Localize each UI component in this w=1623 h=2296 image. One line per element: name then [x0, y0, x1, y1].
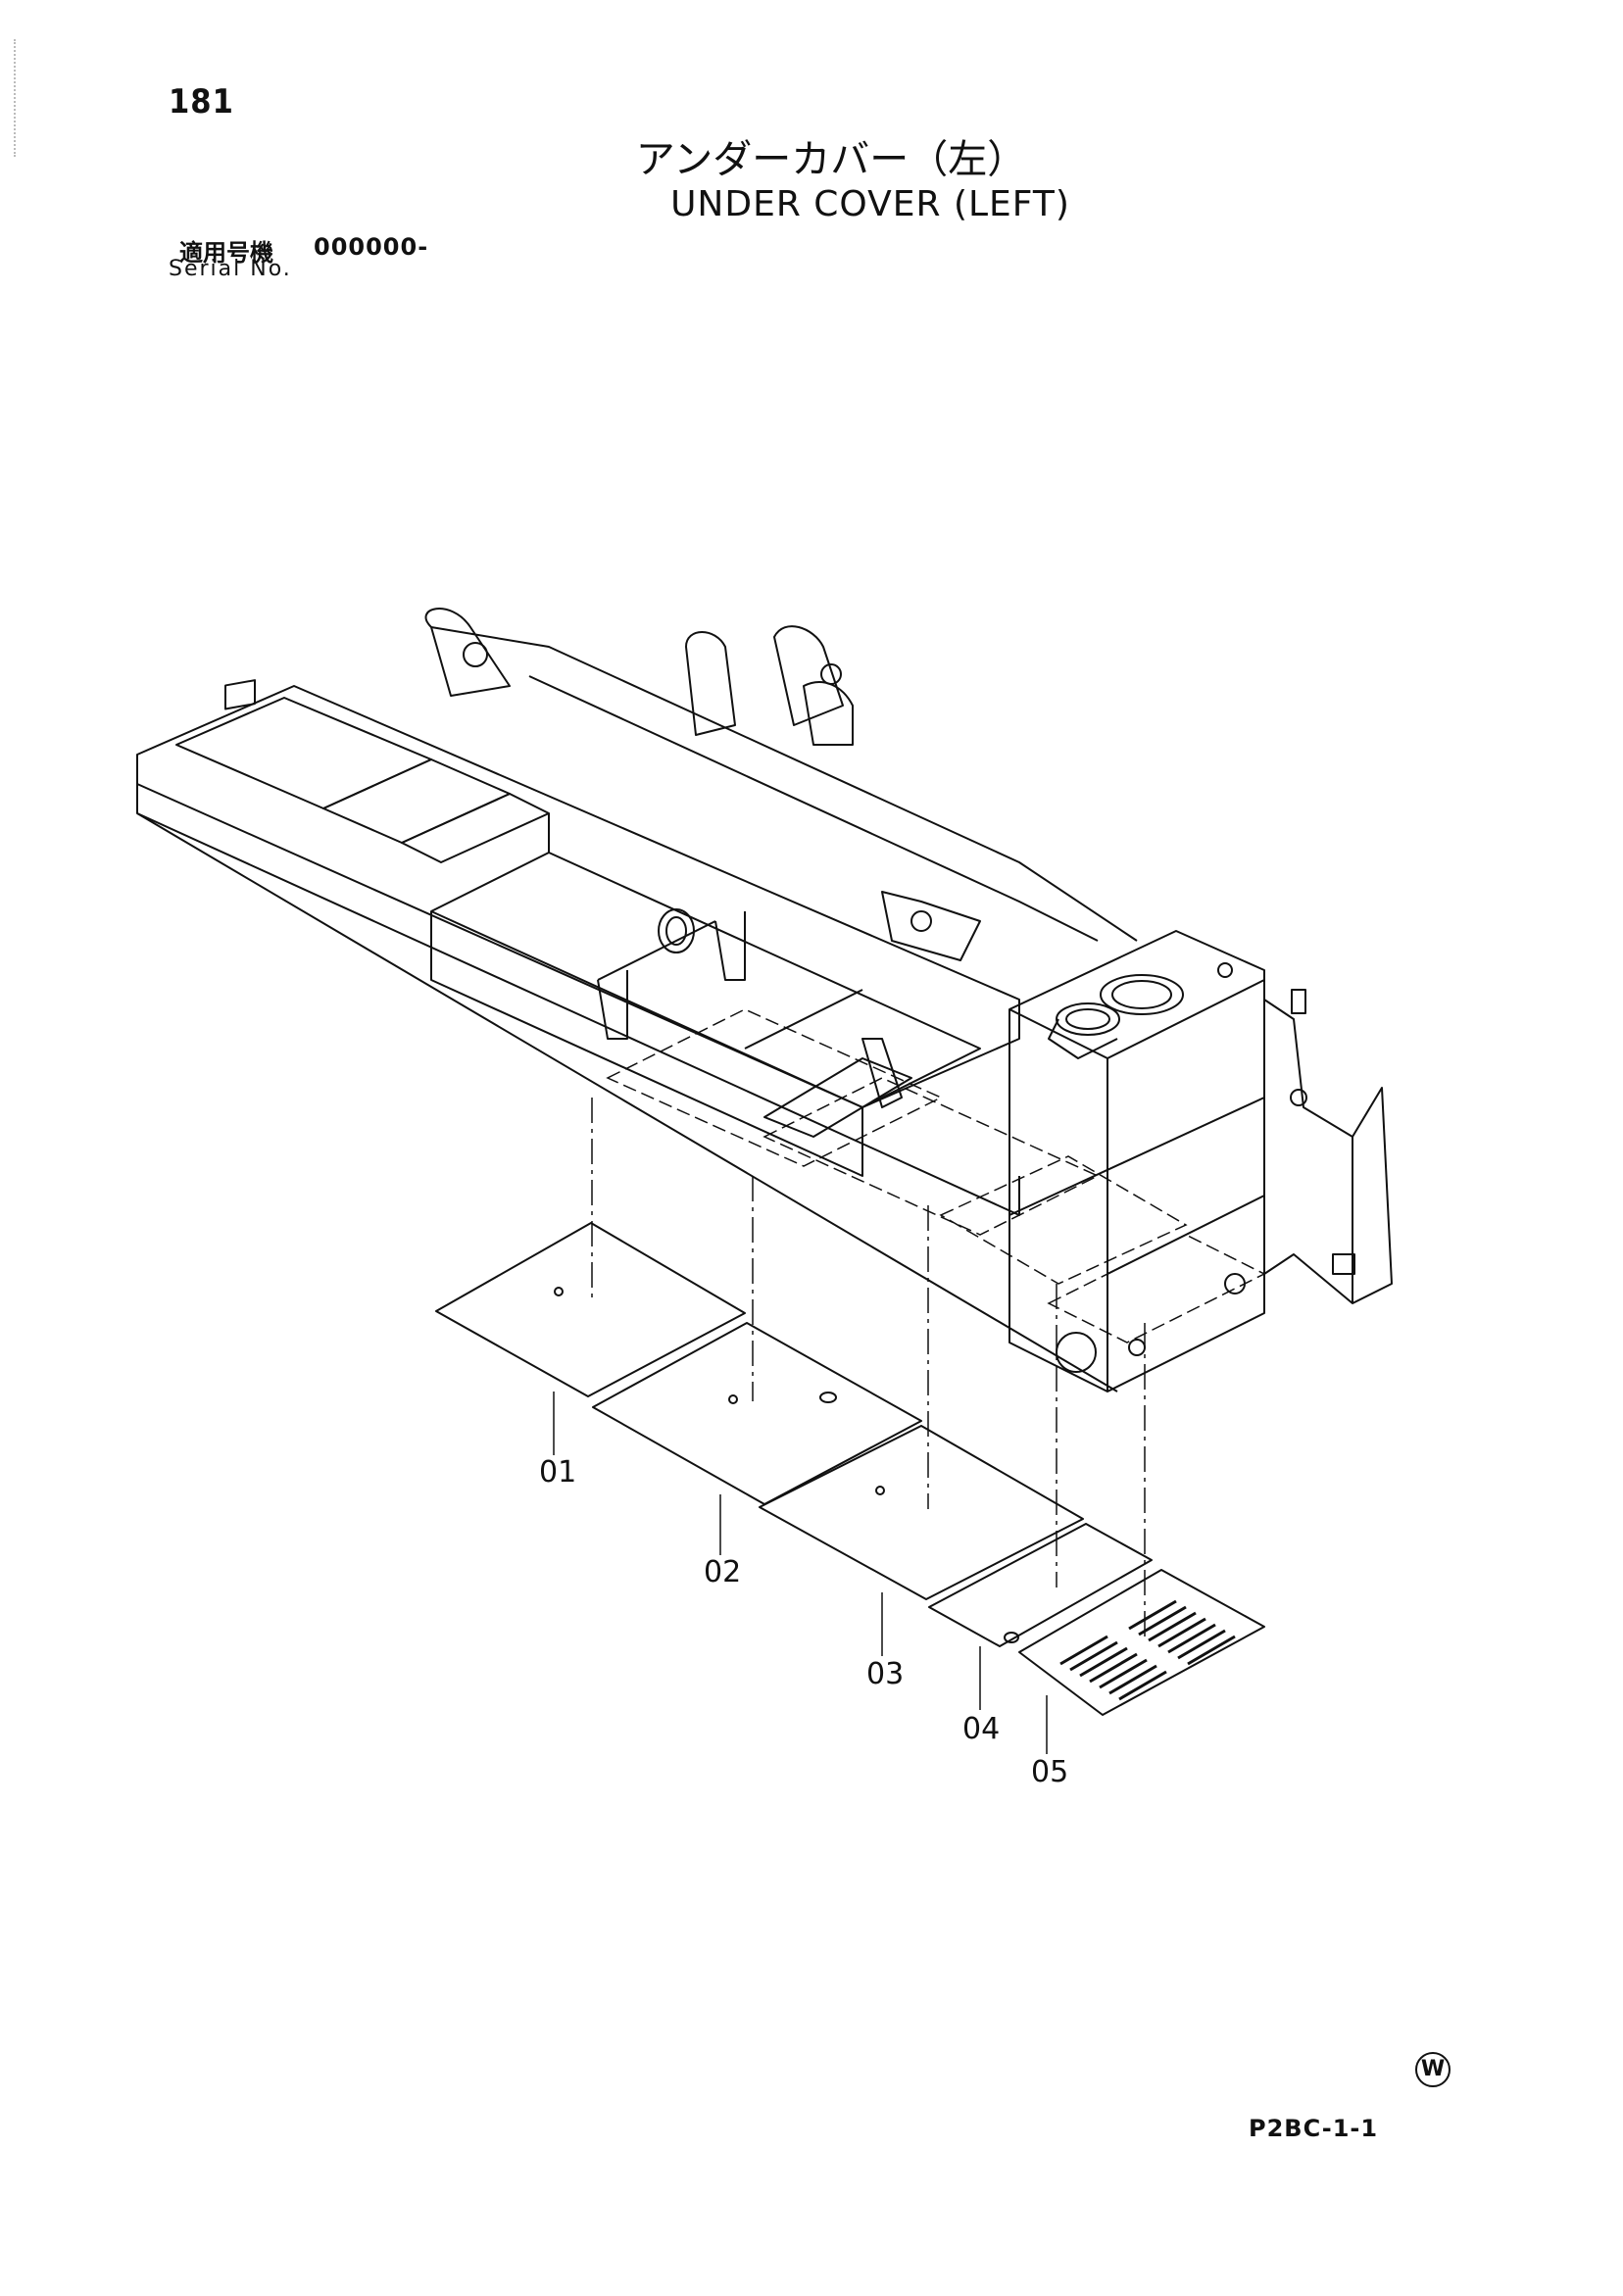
page-edge-marks — [14, 39, 20, 157]
cover-plate-02 — [592, 1322, 922, 1505]
cover-plates — [435, 1222, 1265, 1716]
callout-04: 04 — [962, 1712, 1000, 1746]
callout-05: 05 — [1031, 1755, 1068, 1789]
callout-03: 03 — [866, 1657, 904, 1691]
watermark-circle-w: W — [1415, 2052, 1451, 2087]
cover-plate-03 — [759, 1425, 1084, 1600]
serial-range: 000000- — [314, 233, 429, 261]
title-english: UNDER COVER (LEFT) — [670, 184, 1070, 224]
callout-01: 01 — [539, 1455, 576, 1490]
mounting-outlines — [606, 1008, 1266, 1343]
part-callouts: 01 02 03 04 05 — [539, 1455, 1068, 1789]
cover-plate-05 — [1018, 1569, 1265, 1716]
grille-slots — [1059, 1599, 1236, 1701]
callout-02: 02 — [704, 1555, 741, 1589]
frame-assembly — [136, 608, 1393, 1392]
serial-label-japanese: 適用号機 — [179, 239, 273, 267]
drawing-code: P2BC-1-1 — [1249, 2115, 1379, 2142]
center-lines — [591, 1098, 1146, 1637]
cover-plate-01 — [435, 1222, 746, 1397]
cover-plate-04 — [928, 1523, 1153, 1647]
page-number: 181 — [169, 82, 234, 122]
leader-lines — [553, 1392, 1048, 1754]
title-japanese: アンダーカバー（左） — [635, 137, 1027, 182]
serial-label-english: Serial No. — [169, 257, 292, 281]
